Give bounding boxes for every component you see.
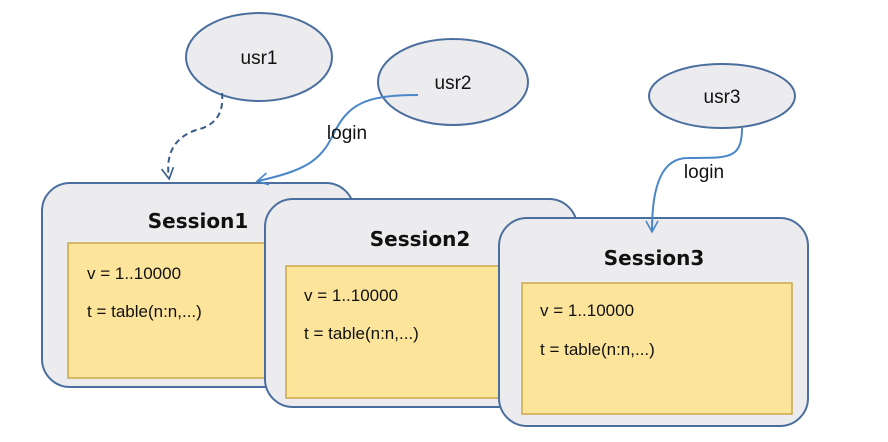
edge-label-usr3-login: login [684, 162, 724, 183]
user-label-usr2: usr2 [435, 73, 472, 94]
user-node-usr2: usr2 [377, 38, 529, 126]
session-code-line-2-2: t = table(n:n,...) [304, 324, 419, 343]
edge-usr3-session3 [645, 127, 743, 234]
edge-usr2-session1 [255, 94, 419, 186]
session-code-line-3-2: t = table(n:n,...) [540, 340, 655, 359]
session-title-2: Session2 [370, 227, 471, 251]
edge-usr1-session1 [160, 92, 224, 181]
user-node-usr3: usr3 [648, 63, 796, 129]
session-title-3: Session3 [604, 246, 705, 270]
session-code-line-1-1: v = 1..10000 [87, 264, 181, 283]
user-node-usr1: usr1 [185, 12, 333, 102]
session-code-box-3 [521, 282, 793, 415]
user-label-usr3: usr3 [704, 87, 741, 108]
session-code-box-1 [67, 242, 279, 379]
session-node-3: Session3 v = 1..10000 t = table(n:n,...) [498, 217, 809, 427]
session-code-line-2-1: v = 1..10000 [304, 286, 398, 305]
session-code-box-2 [285, 265, 507, 399]
session-code-line-3-1: v = 1..10000 [540, 301, 634, 320]
session-title-1: Session1 [148, 209, 249, 233]
session-code-line-1-2: t = table(n:n,...) [87, 302, 202, 321]
user-label-usr1: usr1 [241, 48, 278, 69]
edge-label-usr2-login: login [327, 123, 367, 144]
